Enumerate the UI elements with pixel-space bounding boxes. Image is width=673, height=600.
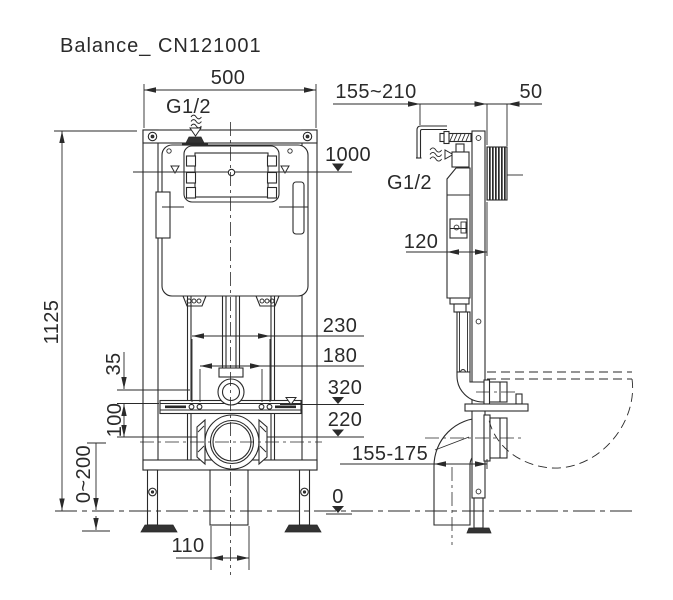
dim-fixing-offset-100: 100 <box>104 403 126 438</box>
dim-outlet-155-175: 155-175 <box>352 443 428 465</box>
dimensions: Balance_ CN121001 500 G1/2 1000 1125 0~2… <box>41 35 632 570</box>
water-supply-icon <box>182 114 208 146</box>
dim-level-220: 220 <box>328 409 363 431</box>
flush-pipe-side <box>456 311 488 403</box>
adjustable-legs <box>140 469 322 533</box>
dim-frame-height-1125: 1125 <box>41 300 63 345</box>
water-supply-icon <box>429 147 455 162</box>
dim-width-500: 500 <box>211 67 246 89</box>
dim-depth-155-210: 155~210 <box>335 81 416 103</box>
bowl-bracket <box>464 403 529 412</box>
frame-struts <box>186 296 276 460</box>
dim-level-320: 320 <box>328 377 363 399</box>
wall-anchor-bracket <box>416 125 472 159</box>
level-marker-icon <box>332 163 344 172</box>
drain-duct <box>209 469 249 526</box>
foot-plate <box>466 527 492 534</box>
side-rail <box>471 130 486 499</box>
datum-marker-icon <box>170 165 180 175</box>
level-marker-icon <box>332 397 344 404</box>
cistern-front <box>133 144 352 307</box>
foot-plate <box>140 524 178 533</box>
page-title: Balance_ CN121001 <box>60 35 262 57</box>
dim-duct-110: 110 <box>171 535 204 557</box>
cistern-side <box>446 167 471 313</box>
foot-plate <box>284 524 322 533</box>
side-view <box>416 125 634 545</box>
label-inlet-front: G1/2 <box>166 96 211 118</box>
level-marker-icon <box>332 429 344 437</box>
label-inlet-side: G1/2 <box>387 172 432 194</box>
dim-span-180: 180 <box>323 345 358 367</box>
drain-outlet <box>117 414 364 470</box>
dim-rail-offset-35: 35 <box>103 352 125 375</box>
datum-marker-icon <box>285 397 297 406</box>
wc-bowl-outline <box>487 371 634 469</box>
dim-leg-range-0-200: 0~200 <box>73 445 95 503</box>
datum-marker-icon <box>280 165 290 175</box>
wall-plate <box>486 146 508 201</box>
dim-plate-height-1000: 1000 <box>325 144 371 166</box>
dim-wall-50: 50 <box>519 81 542 103</box>
dim-span-230: 230 <box>323 315 358 337</box>
flush-pipe-front <box>218 296 244 378</box>
front-view <box>117 122 364 575</box>
dim-cistern-120: 120 <box>404 231 439 253</box>
level-marker-icon <box>332 506 344 513</box>
dim-level-0: 0 <box>332 486 344 508</box>
